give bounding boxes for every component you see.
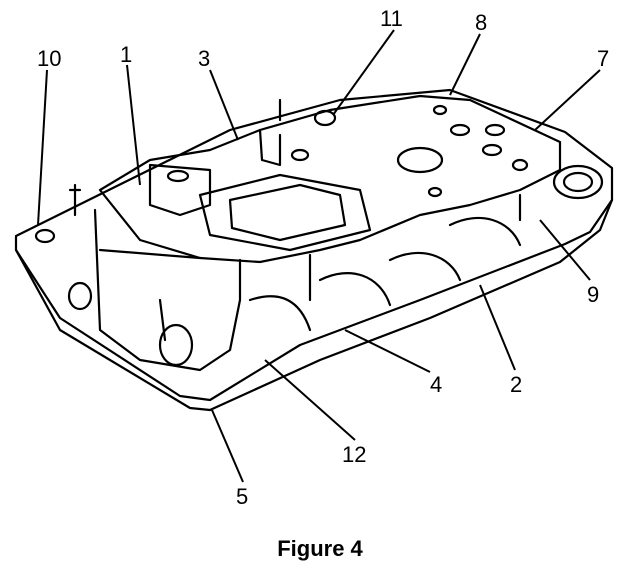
callout-10: 11	[380, 6, 403, 31]
callout-7: 7	[597, 46, 609, 71]
callout-12: 12	[342, 442, 366, 467]
callout-9: 9	[587, 282, 599, 307]
figure-caption: Figure 4	[277, 536, 363, 561]
callout-5: 5	[236, 484, 248, 509]
callout-3: 3	[198, 46, 210, 71]
manifold-drawing	[14, 88, 614, 412]
callout-1: 1	[120, 42, 132, 67]
callout-4: 4	[430, 372, 442, 397]
leader-lines	[37, 29, 601, 483]
callout-8: 8	[475, 10, 487, 35]
callout-11: 10	[37, 46, 61, 71]
callout-2: 2	[510, 372, 522, 397]
